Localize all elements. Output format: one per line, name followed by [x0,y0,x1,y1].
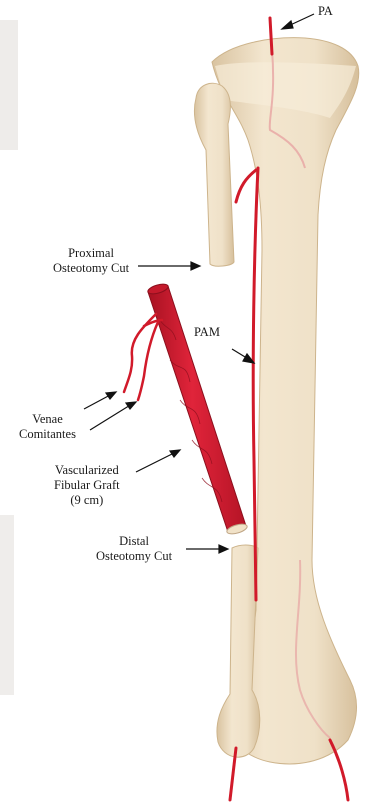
label-venae-comitantes: Venae Comitantes [19,412,76,442]
label-vascularized-fibular-graft: Vascularized Fibular Graft (9 cm) [54,463,120,508]
label-graft-line-2: Fibular Graft [54,478,120,493]
popliteal-artery [270,18,272,54]
fibula-proximal-stump [194,83,234,266]
label-venae-line-2: Comitantes [19,427,76,442]
label-graft-line-3: (9 cm) [54,493,120,508]
label-distal-osteotomy-cut: Distal Osteotomy Cut [96,534,172,564]
label-venae-line-1: Venae [19,412,76,427]
distal-vessel-right [330,740,348,800]
vena-comitans-2 [138,322,158,400]
background-smudge-top [0,20,18,150]
label-distal-line-2: Osteotomy Cut [96,549,172,564]
label-distal-line-1: Distal [96,534,172,549]
background-smudge-mid [0,515,14,695]
label-graft-line-1: Vascularized [54,463,120,478]
vena-comitans-1 [124,314,156,392]
label-pam: PAM [194,325,220,340]
label-proximal-line-2: Osteotomy Cut [53,261,129,276]
label-proximal-osteotomy-cut: Proximal Osteotomy Cut [53,246,129,276]
fibula-distal-stump [217,545,260,757]
label-proximal-line-1: Proximal [53,246,129,261]
label-pa: PA [318,4,333,19]
peroneal-artery-branch [236,170,256,202]
